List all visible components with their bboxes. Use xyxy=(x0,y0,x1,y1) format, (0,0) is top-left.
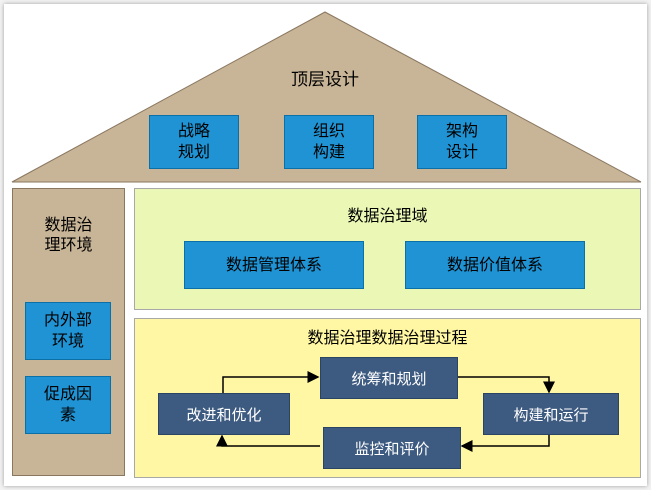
data-management-system-label: 数据管理体系 xyxy=(225,254,322,274)
process-title: 数据治理数据治理过程 xyxy=(307,328,468,347)
data-value-system-label: 数据价值体系 xyxy=(446,254,543,274)
enabling-factors-box: 促成因 素 xyxy=(25,376,111,434)
architecture-design-box: 架构 设计 xyxy=(417,115,507,169)
step-build-label: 构建和运行 xyxy=(513,405,589,424)
step-plan-box: 统筹和规划 xyxy=(320,357,458,399)
strategy-planning-line2: 规划 xyxy=(177,142,210,161)
internal-external-line1: 内外部 xyxy=(43,310,92,330)
organization-building-box: 组织 构建 xyxy=(284,115,374,169)
step-improve-label: 改进和优化 xyxy=(186,405,262,424)
data-value-system-box: 数据价值体系 xyxy=(405,241,585,289)
strategy-planning-box: 战略 规划 xyxy=(149,115,239,169)
step-improve-box: 改进和优化 xyxy=(158,393,290,435)
architecture-design-line2: 设计 xyxy=(445,142,478,161)
step-plan-label: 统筹和规划 xyxy=(351,369,427,388)
environment-title-line1: 数据治 xyxy=(44,215,93,234)
internal-external-environment-box: 内外部 环境 xyxy=(25,302,111,360)
step-monitor-box: 监控和评价 xyxy=(323,427,461,469)
internal-external-line2: 环境 xyxy=(51,331,84,350)
enabling-factors-line2: 素 xyxy=(59,405,76,424)
strategy-planning-line1: 战略 xyxy=(177,121,210,141)
step-monitor-label: 监控和评价 xyxy=(354,439,430,458)
organization-building-line1: 组织 xyxy=(312,121,345,141)
step-build-box: 构建和运行 xyxy=(483,393,619,435)
organization-building-line2: 构建 xyxy=(312,142,345,161)
roof-title: 顶层设计 xyxy=(291,70,359,91)
environment-title-line2: 理环境 xyxy=(44,235,93,254)
domain-title: 数据治理域 xyxy=(347,206,428,225)
data-management-system-box: 数据管理体系 xyxy=(184,241,364,289)
environment-title: 数据治 理环境 xyxy=(14,210,123,260)
enabling-factors-line1: 促成因 xyxy=(43,384,92,404)
architecture-design-line1: 架构 xyxy=(445,121,478,141)
